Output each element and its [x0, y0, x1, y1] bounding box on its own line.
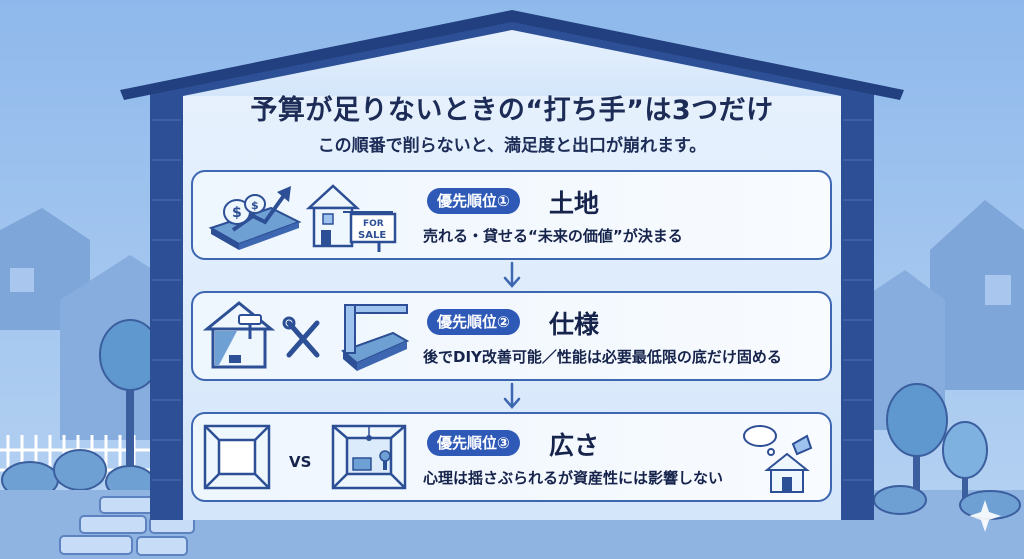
priority-description: 後でDIY改善可能／性能は必要最低限の底だけ固める — [423, 348, 782, 366]
priority-badge: 優先順位③ — [427, 430, 520, 456]
priority-heading: 広さ — [549, 431, 600, 460]
money-bag-icon: $ $ — [223, 194, 266, 225]
priority-card-land: $ $ FOR SALE 優先順位① 土地 売れる・貸せる“未来の価値”が決まる — [191, 170, 832, 260]
stone-path-icon — [59, 496, 195, 556]
thought-house-icon — [743, 425, 813, 493]
tree-icon — [886, 383, 988, 505]
house-paint-roller-icon — [202, 301, 276, 369]
page-subtitle: この順番で削らないと、満足度と出口が崩れます。 — [317, 136, 707, 156]
sparkle-icon — [969, 500, 1001, 532]
vs-label: VS — [289, 453, 311, 471]
priority-heading: 土地 — [549, 189, 600, 218]
wrench-screwdriver-icon — [282, 316, 320, 358]
priority-card-size: VS 優先順位③ 広さ — [191, 412, 832, 502]
land-illustration: $ $ FOR SALE — [208, 184, 397, 252]
priority-description: 心理は揺さぶられるが資産性には影響しない — [423, 469, 724, 487]
priority-heading: 仕様 — [549, 310, 600, 339]
furnished-room-icon — [331, 424, 407, 490]
priority-card-spec: 優先順位② 仕様 後でDIY改善可能／性能は必要最低限の底だけ固める — [191, 291, 832, 381]
foundation-icon — [341, 304, 410, 371]
bush-icon — [873, 485, 1021, 520]
house-for-sale-icon: FOR SALE — [305, 184, 397, 252]
priority-description: 売れる・貸せる“未来の価値”が決まる — [423, 227, 683, 245]
sign-text: SALE — [358, 230, 386, 241]
priority-badge: 優先順位① — [427, 188, 520, 214]
empty-room-icon — [203, 424, 271, 490]
down-arrow-icon — [503, 382, 521, 409]
priority-badge: 優先順位② — [427, 309, 520, 335]
svg-text:$: $ — [251, 199, 259, 212]
spec-illustration — [202, 301, 410, 371]
sign-text: FOR — [363, 219, 384, 229]
svg-text:$: $ — [232, 205, 242, 221]
size-illustration: VS — [203, 424, 407, 490]
down-arrow-icon — [503, 261, 521, 288]
page-title: 予算が足りないときの“打ち手”は3つだけ — [250, 95, 774, 126]
growth-arrow-icon — [208, 186, 302, 250]
